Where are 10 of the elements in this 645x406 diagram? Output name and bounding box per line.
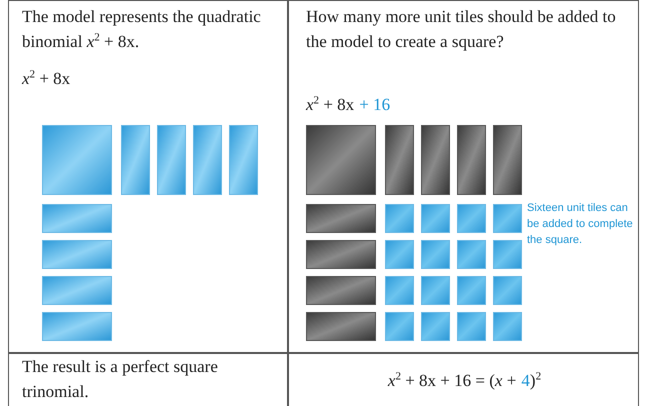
equation-closing: )$^{2}$ — [530, 369, 542, 392]
annotation-text: Sixteen unit tiles can be added to complete the square. — [527, 201, 634, 248]
equation: x$^{2}$ + 8x + 16 = (x + — [388, 369, 516, 392]
expression: x$^{2}$ + 8x — [22, 67, 70, 90]
question-text: How many more unit tiles should be added to the model to create a square? — [306, 6, 617, 53]
result-text: The result is a perfect square trinomial. — [22, 356, 219, 403]
added-term: + 16 — [359, 94, 390, 116]
equation-constant: 4 — [521, 370, 530, 392]
expression: x$^{2}$ + 8x — [306, 93, 354, 116]
statement-text: The model represents the quadratic binomial x$^{2}$ + 8x. — [22, 6, 262, 53]
